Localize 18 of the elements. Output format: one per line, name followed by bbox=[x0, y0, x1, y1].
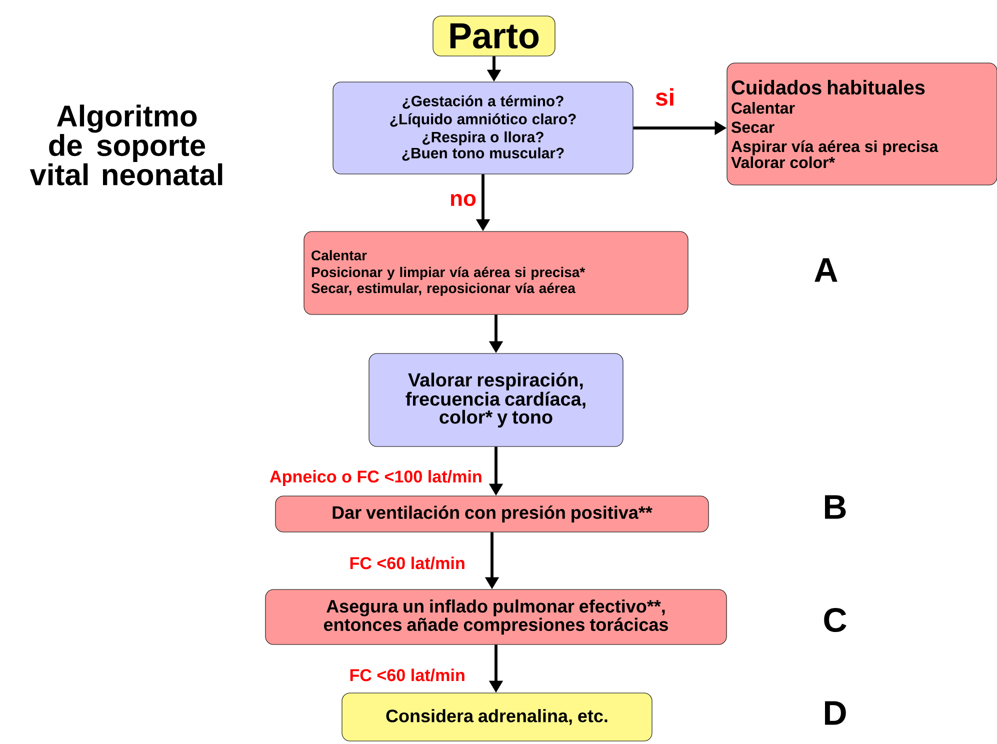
edge-label: si bbox=[656, 88, 674, 106]
process-box: Asegura un inflado pulmonar efectivo**, entonces añade compresiones torácicas bbox=[265, 589, 727, 645]
step-letter: B bbox=[825, 495, 846, 519]
edge-label: no bbox=[451, 194, 476, 206]
step-letter: A bbox=[814, 258, 838, 282]
edge-label: FC <60 lat/min bbox=[350, 668, 464, 682]
edge-label: Apneico o FC <100 lat/min bbox=[270, 470, 482, 486]
step-letter: D bbox=[825, 701, 846, 725]
step-letter: C bbox=[824, 608, 846, 632]
edge-label: FC <60 lat/min bbox=[350, 556, 464, 570]
title: Algoritmo de soporte vital neonatal bbox=[30, 104, 222, 186]
question-box: ¿Gestación a término? ¿Líquido amniótico claro? ¿Respira o llora? ¿Buen tono muscular? bbox=[332, 82, 634, 174]
process-box: Cuidados habituales Calentar Secar Aspirar vía aérea si precisa Valorar color* bbox=[726, 62, 997, 186]
process-box: Considera adrenalina, etc. bbox=[342, 692, 652, 742]
process-box: Calentar Posicionar y limpiar vía aérea si precisa* Secar, estimular, reposicionar vía aérea bbox=[304, 231, 688, 315]
assessment-box: Valorar respiración, frecuencia cardíaca, color* y tono bbox=[368, 353, 624, 447]
process-box: Dar ventilación con presión positiva** bbox=[275, 496, 709, 532]
start-box: Parto bbox=[432, 16, 556, 56]
